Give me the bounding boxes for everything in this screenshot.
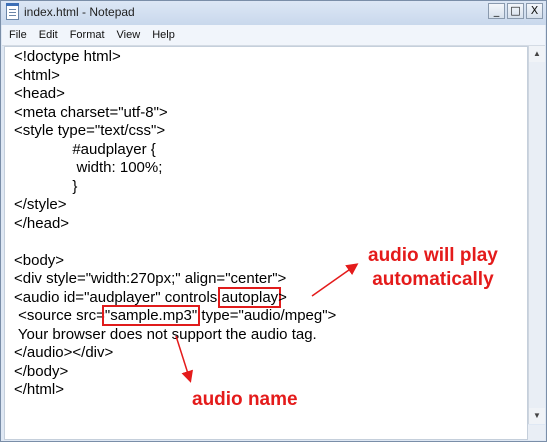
autoplay-annotation-line1: audio will play — [368, 245, 498, 266]
menu-view[interactable]: View — [116, 29, 141, 41]
scroll-up-icon[interactable]: ▲ — [529, 46, 545, 62]
code-line-audio: <audio id="audplayer" controls autoplay> — [14, 286, 336, 308]
code-line: width: 100%; — [14, 159, 163, 176]
menu-format[interactable]: Format — [69, 29, 105, 41]
code-line: <style type="text/css"> — [14, 122, 166, 139]
code-line: <head> — [14, 85, 65, 102]
code-line: <!doctype html> — [14, 48, 121, 65]
scroll-down-icon[interactable]: ▼ — [529, 408, 545, 424]
minimize-button[interactable]: _ — [488, 3, 505, 19]
code-line: <div style="width:270px;" align="center"… — [14, 270, 287, 287]
window-controls: _ □ X — [488, 3, 543, 19]
autoplay-annotation: audio will play automatically — [368, 244, 498, 292]
code-line: </audio></div> — [14, 344, 114, 361]
menu-edit[interactable]: Edit — [38, 29, 58, 41]
filename-highlight: "sample.mp3" — [101, 305, 201, 326]
title-bar[interactable]: index.html - Notepad _ □ X — [1, 1, 546, 25]
code-segment: <source src= — [14, 307, 105, 324]
notepad-icon — [6, 3, 19, 20]
code-line: Your browser does not support the audio … — [14, 325, 317, 343]
close-button[interactable]: X — [526, 3, 543, 19]
code-segment: > — [278, 288, 287, 306]
code-line: } — [14, 177, 78, 195]
audio-name-annotation: audio name — [192, 389, 298, 410]
maximize-button[interactable]: □ — [507, 3, 524, 19]
code-text: <!doctype html><html><head><meta charset… — [14, 48, 336, 400]
menu-file[interactable]: File — [9, 29, 27, 41]
code-line — [14, 233, 336, 252]
vertical-scrollbar[interactable]: ▲ ▼ — [528, 46, 545, 424]
code-line: #audplayer { — [14, 140, 156, 158]
code-line: <body> — [14, 251, 65, 269]
code-line: </body> — [14, 362, 69, 380]
text-editor[interactable]: <!doctype html><html><head><meta charset… — [4, 46, 528, 440]
autoplay-highlight: autoplay — [218, 286, 282, 308]
code-line: <html> — [14, 66, 60, 84]
code-segment: type="audio/mpeg"> — [197, 307, 337, 324]
menu-bar: File Edit Format View Help — [2, 25, 545, 46]
autoplay-annotation-line2: automatically — [372, 269, 494, 290]
resize-grip[interactable] — [528, 425, 545, 440]
code-line-source: <source src="sample.mp3" type="audio/mpe… — [14, 305, 337, 326]
code-line: </style> — [14, 196, 67, 213]
window-title: index.html - Notepad — [24, 5, 135, 19]
code-line: <meta charset="utf-8"> — [14, 103, 168, 121]
code-line: </head> — [14, 214, 70, 232]
code-line: </html> — [14, 381, 65, 398]
code-segment: <audio id="audplayer" controls — [14, 288, 222, 306]
menu-help[interactable]: Help — [152, 29, 175, 41]
